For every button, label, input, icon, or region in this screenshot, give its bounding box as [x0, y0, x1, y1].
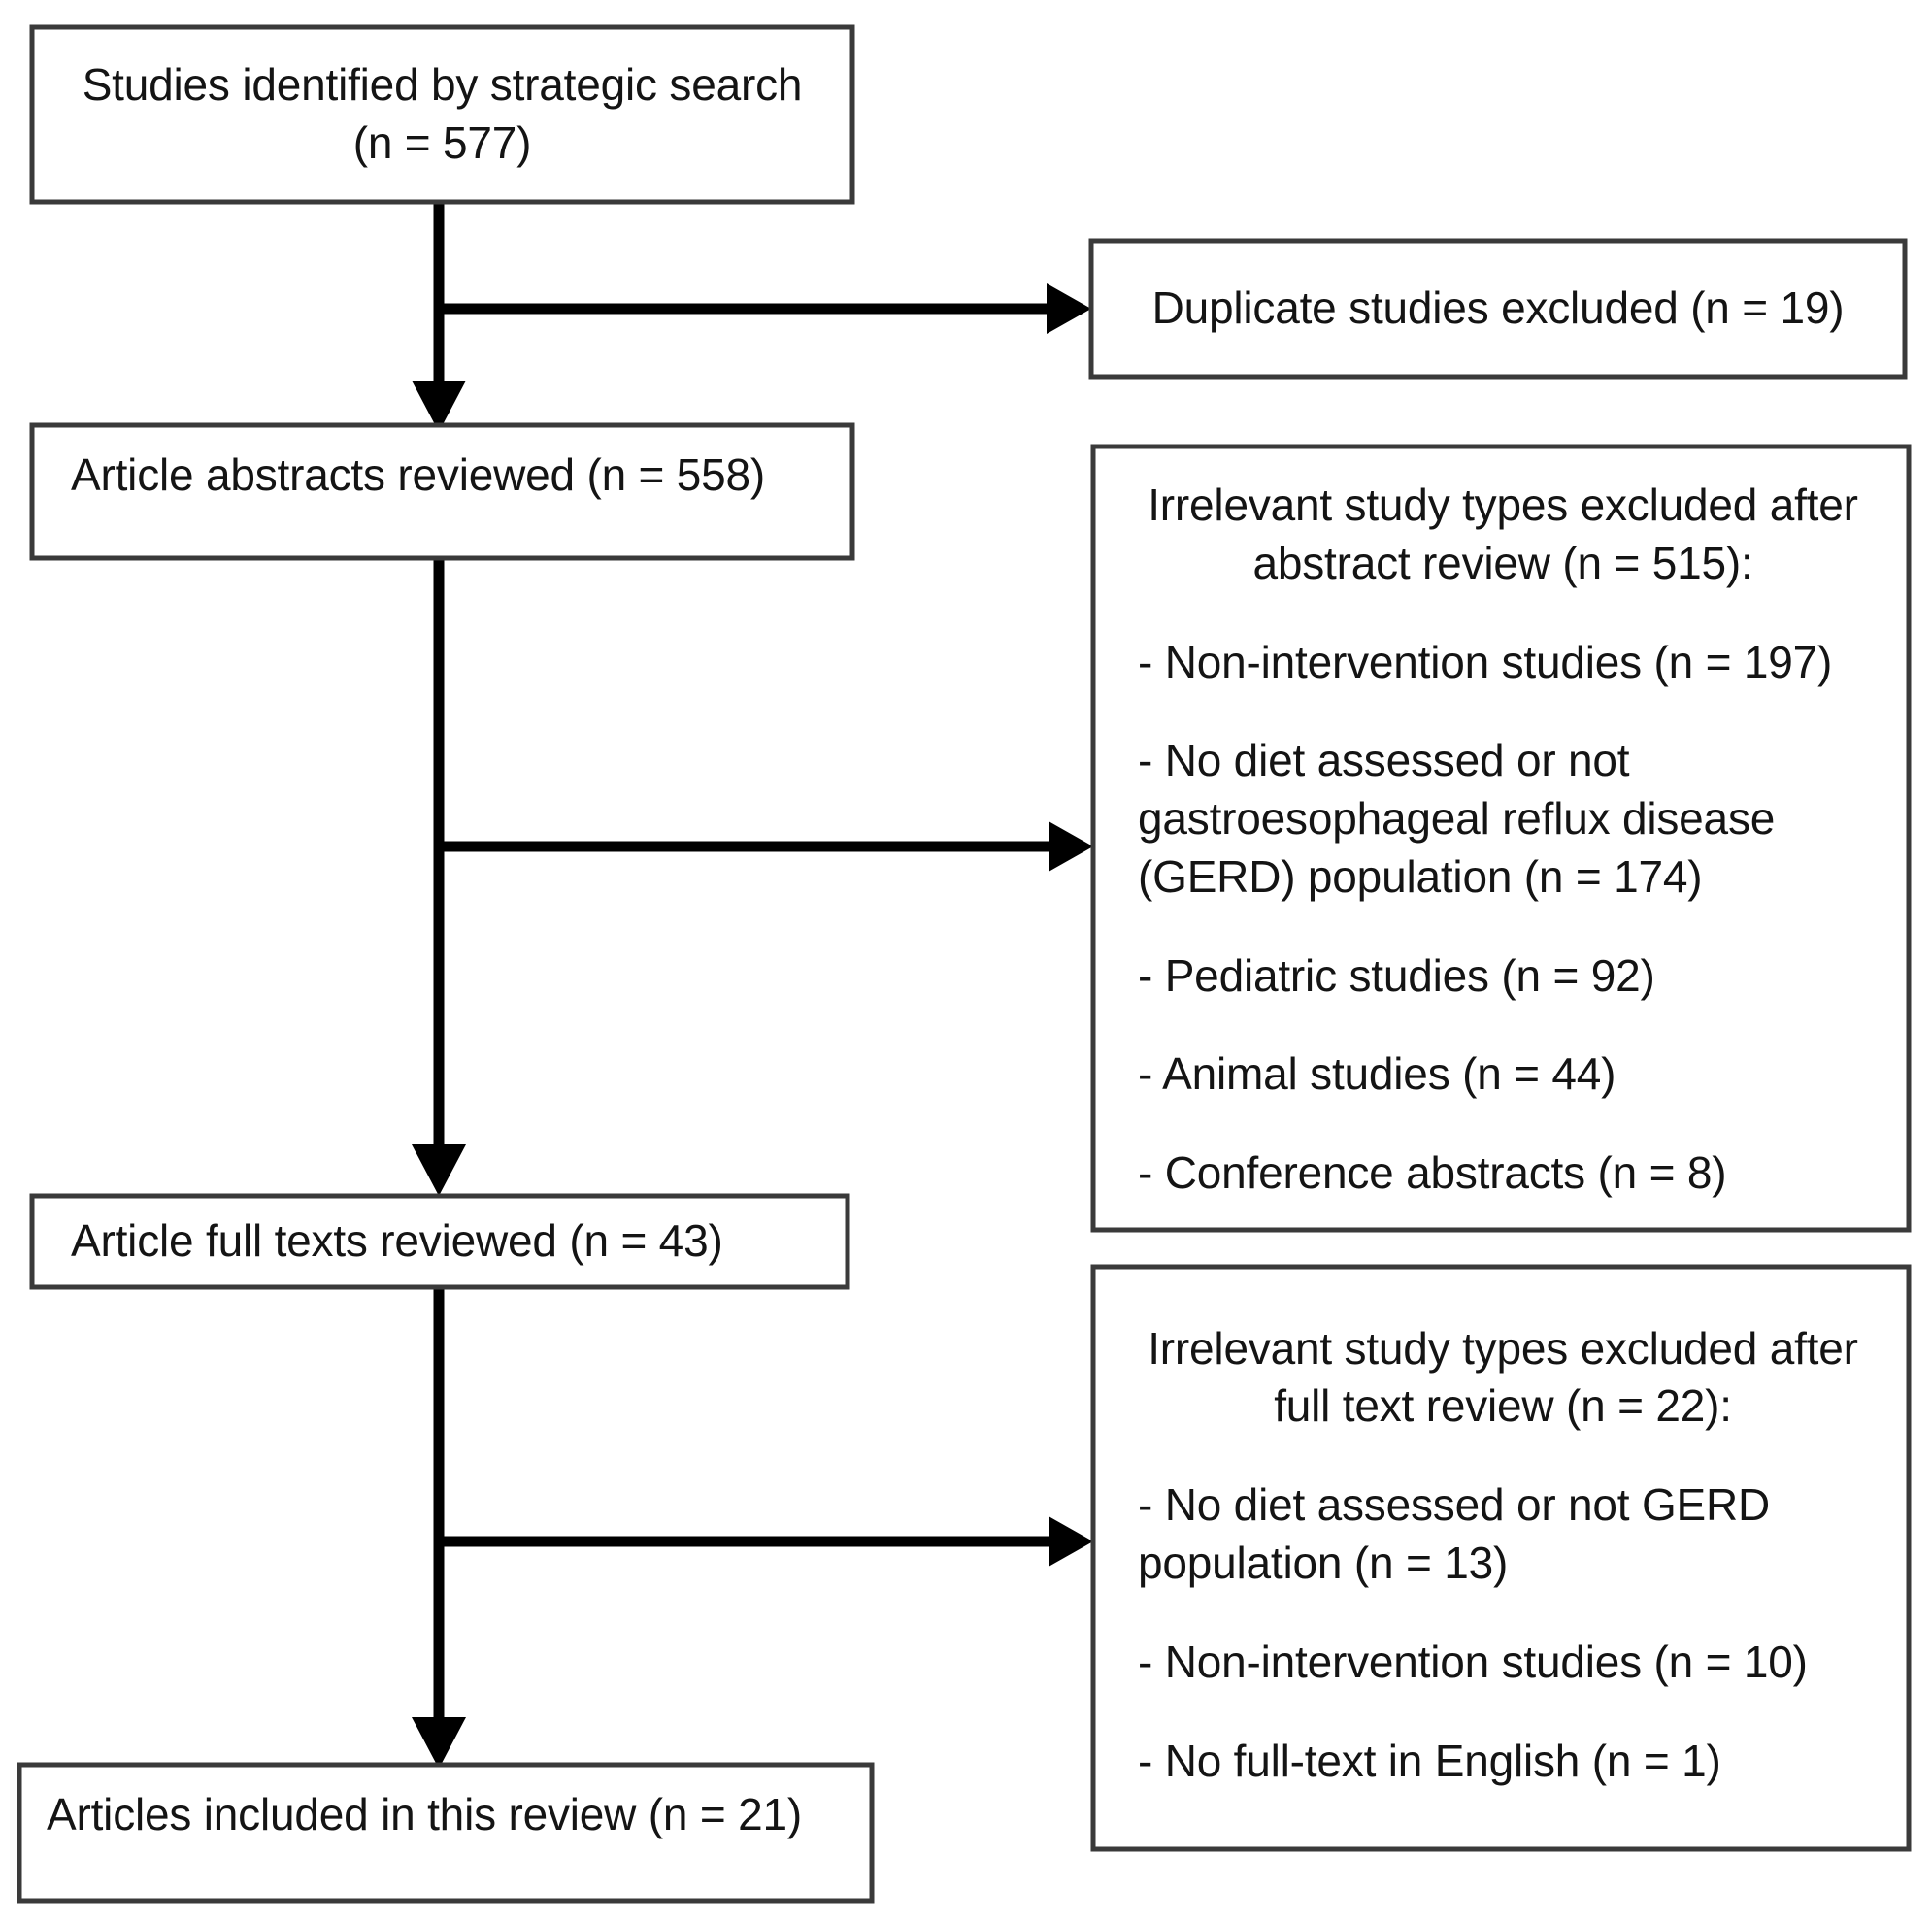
- arrowhead-down-to-fulltexts: [412, 1144, 466, 1196]
- box-studies-identified[interactable]: [29, 24, 855, 205]
- arrowhead-right-to-fulltext-exclusions: [1049, 1516, 1093, 1567]
- box-article-abstracts-reviewed[interactable]: [29, 422, 855, 561]
- box-articles-included[interactable]: [17, 1762, 875, 1904]
- arrowhead-down-to-included: [412, 1717, 466, 1769]
- box-full-text-review-exclusions[interactable]: [1090, 1264, 1912, 1852]
- box-abstract-review-exclusions[interactable]: [1090, 444, 1912, 1233]
- arrowhead-right-to-duplicates: [1047, 283, 1091, 334]
- box-article-full-texts-reviewed[interactable]: [29, 1193, 850, 1290]
- arrowhead-right-to-abstract-exclusions: [1049, 821, 1093, 872]
- arrowhead-down-to-abstracts: [412, 381, 466, 432]
- box-duplicate-studies-excluded[interactable]: [1088, 238, 1908, 380]
